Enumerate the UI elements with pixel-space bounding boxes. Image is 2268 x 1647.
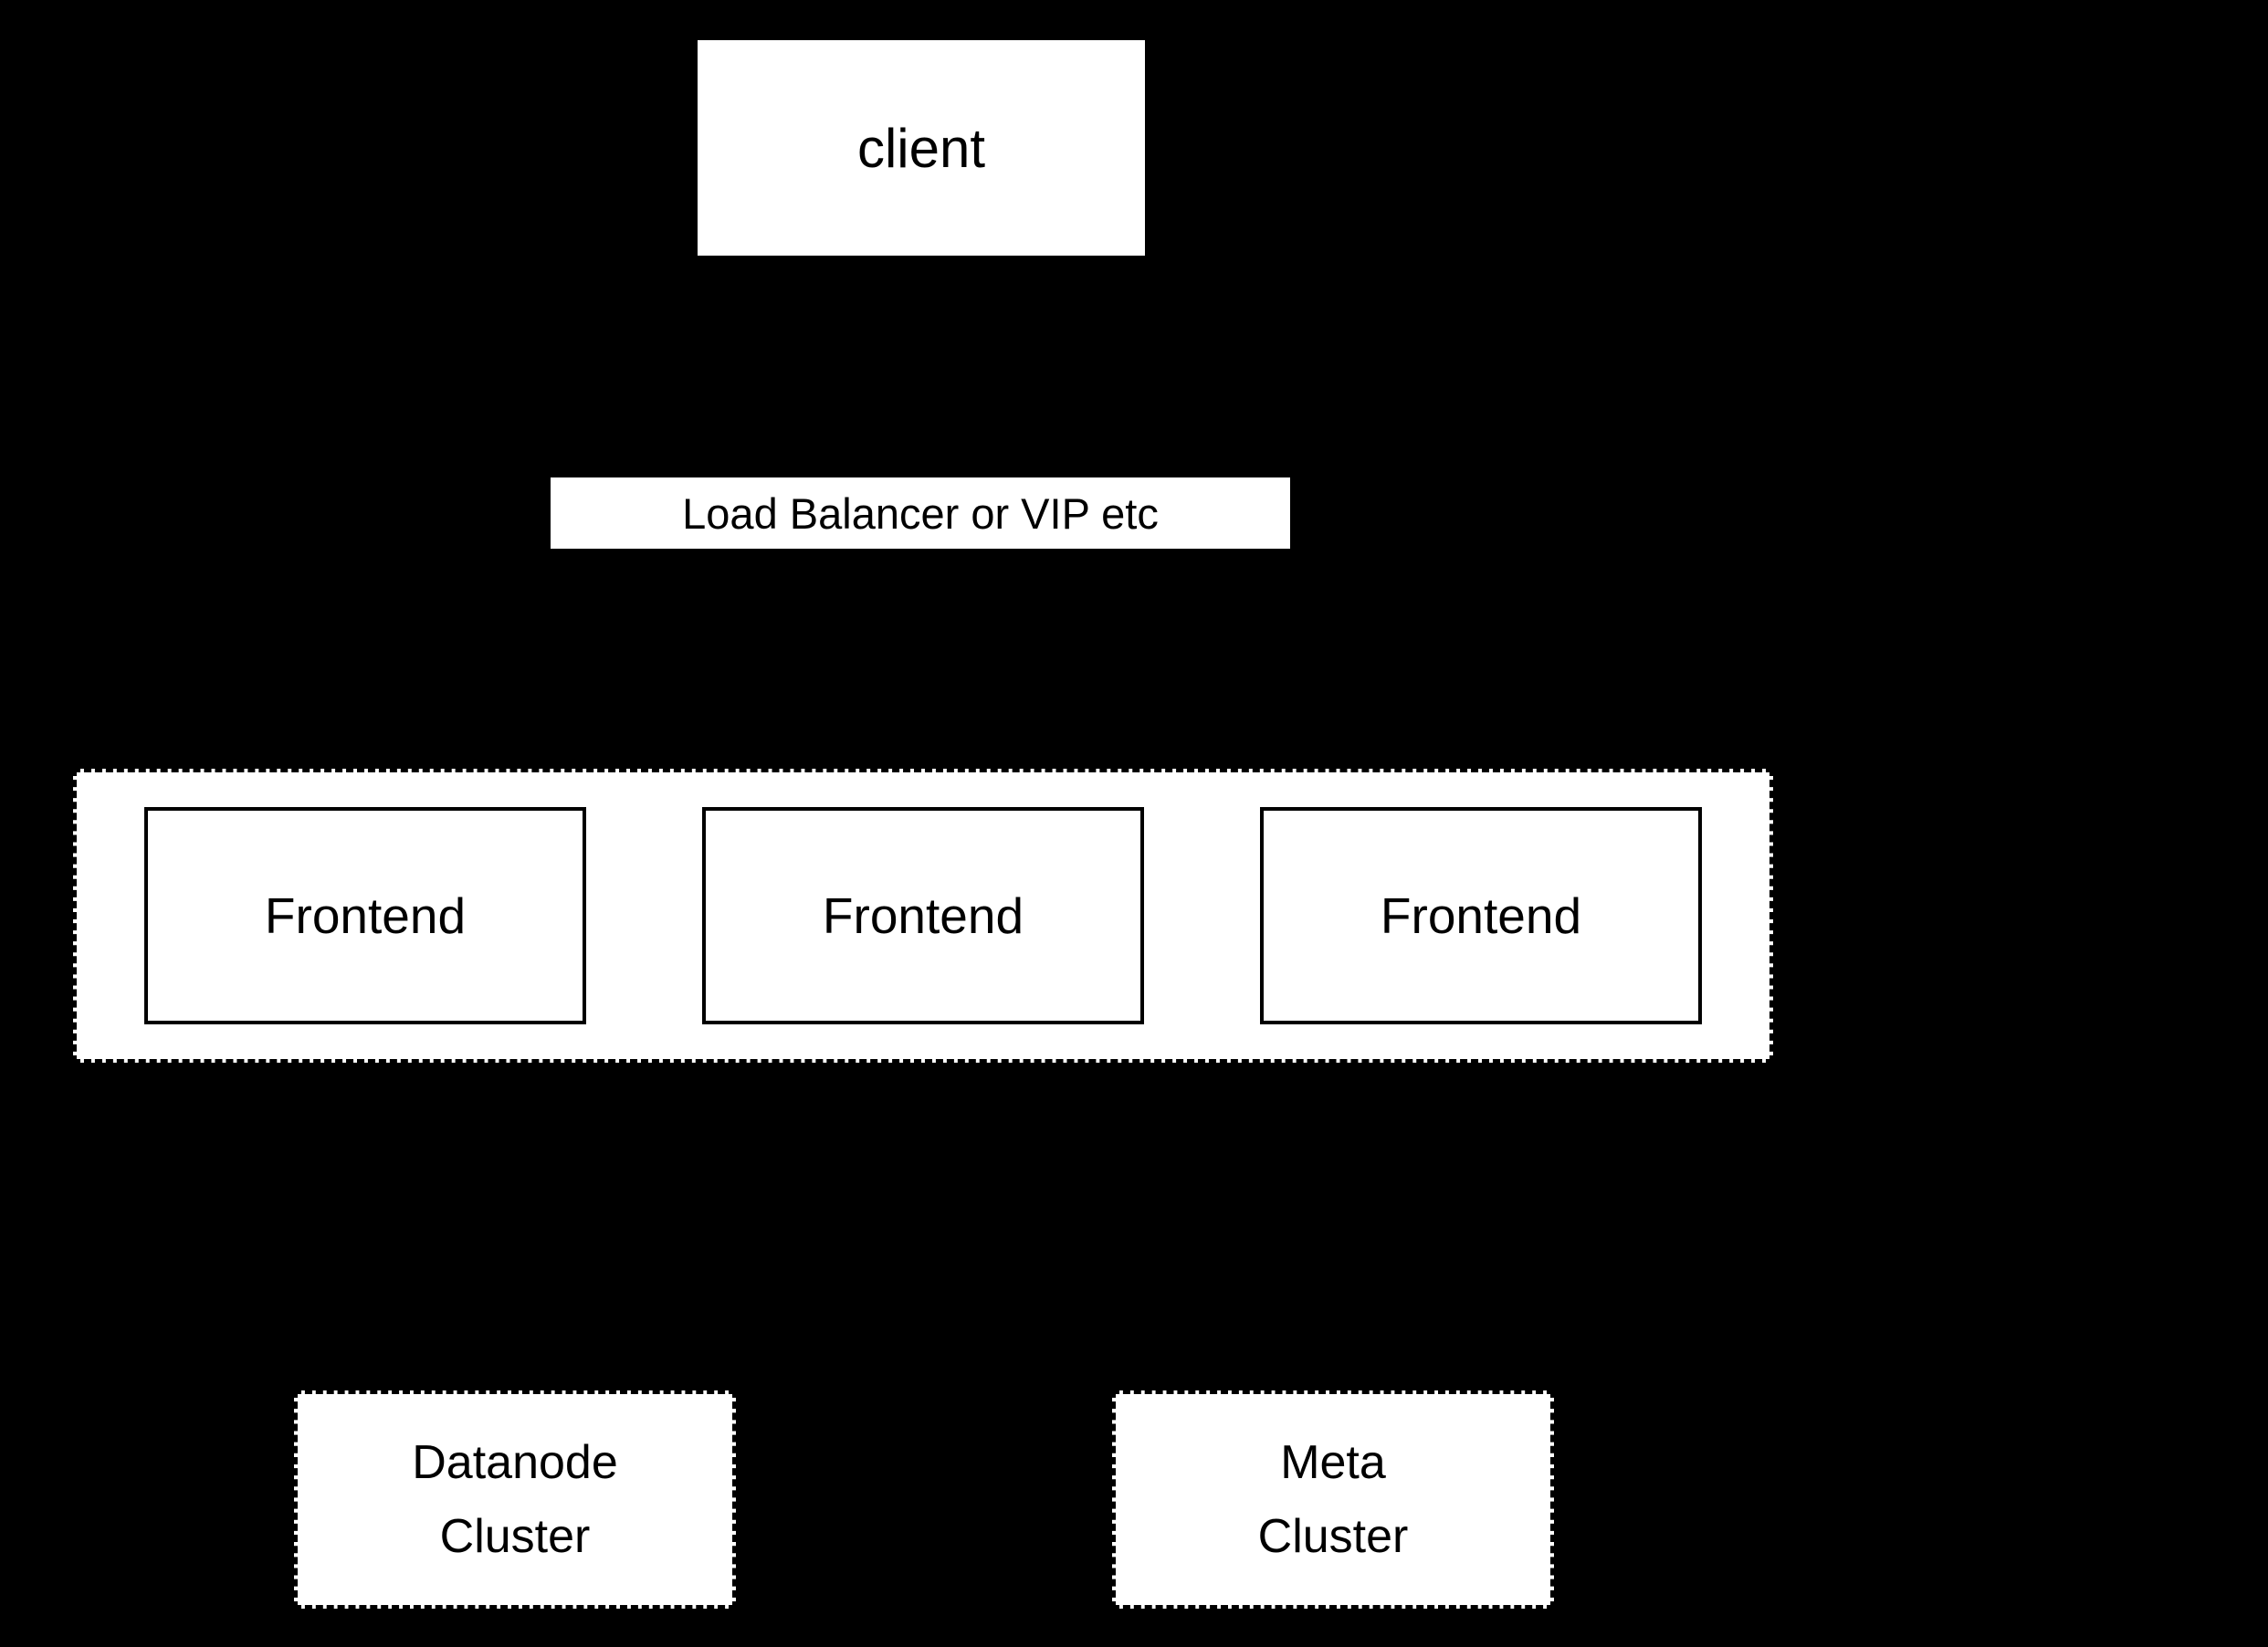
meta-cluster-label-line2: Cluster [1257,1509,1409,1563]
load-balancer-label: Load Balancer or VIP etc [682,488,1159,538]
frontend-label-1: Frontend [264,887,467,944]
frontend-group: Frontend Frontend Frontend [73,769,1773,1063]
client-node: client [698,40,1145,256]
frontend-node-2: Frontend [702,807,1144,1024]
load-balancer-node: Load Balancer or VIP etc [551,477,1290,549]
datanode-cluster-label-line2: Cluster [439,1509,591,1563]
frontend-node-3: Frontend [1260,807,1702,1024]
datanode-cluster-label-line1: Datanode [412,1435,618,1489]
meta-cluster-label-line1: Meta [1280,1435,1386,1489]
client-label: client [856,117,986,179]
frontend-node-1: Frontend [144,807,586,1024]
meta-cluster-node: Meta Cluster [1112,1390,1554,1609]
datanode-cluster-node: Datanode Cluster [294,1390,736,1609]
frontend-label-2: Frontend [822,887,1024,944]
frontend-label-3: Frontend [1380,887,1582,944]
